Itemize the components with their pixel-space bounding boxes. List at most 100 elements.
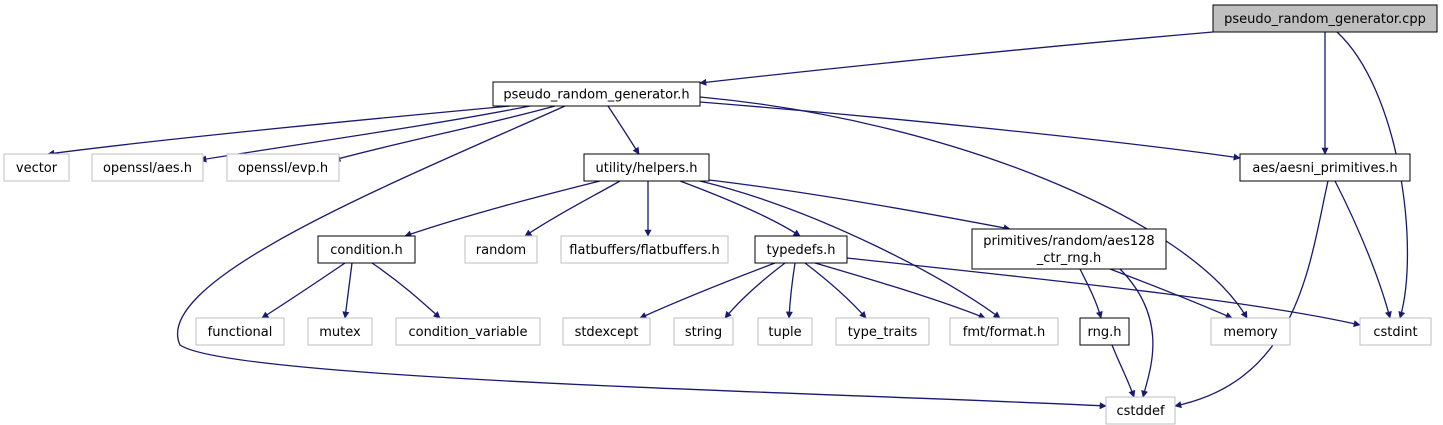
- node-box-cstdint: [1359, 317, 1432, 346]
- node-label-tuple: tuple: [768, 325, 801, 340]
- node-box-aesni: [1239, 153, 1411, 182]
- node-cstdint: cstdint: [1359, 317, 1432, 346]
- node-box-functional: [195, 317, 285, 346]
- node-label-aes_h: openssl/aes.h: [103, 161, 192, 176]
- edge-root-to-prg_h: [699, 31, 1214, 86]
- node-label-rng: rng.h: [1088, 325, 1122, 340]
- edge-ctr-to-rng: [1079, 268, 1103, 319]
- node-helpers[interactable]: utility/helpers.h: [583, 153, 710, 182]
- edge-helpers-to-ctr: [708, 179, 1011, 232]
- node-label-memory: memory: [1223, 325, 1278, 340]
- edge-typedefs-to-tuple: [785, 262, 796, 319]
- node-box-random: [464, 235, 538, 264]
- node-label-stdexcept: stdexcept: [575, 325, 639, 340]
- node-label-condition: condition.h: [330, 243, 402, 258]
- node-box-prg_h: [492, 81, 701, 107]
- node-rng[interactable]: rng.h: [1079, 317, 1130, 346]
- node-label-typetraits: type_traits: [848, 325, 918, 340]
- node-label-mutex: mutex: [319, 325, 361, 340]
- node-label-fmt: fmt/format.h: [963, 325, 1045, 340]
- edge-prg_h-to-cstddef: [176, 105, 1107, 410]
- node-box-memory: [1210, 317, 1291, 346]
- node-label-root: pseudo_random_generator.cpp: [1224, 12, 1426, 27]
- node-prg_h[interactable]: pseudo_random_generator.h: [492, 81, 701, 107]
- edge-prg_h-to-aes_h: [199, 105, 531, 163]
- node-vector: vector: [3, 153, 70, 182]
- node-string: string: [673, 317, 734, 346]
- node-label-flatbuf: flatbuffers/flatbuffers.h: [569, 243, 719, 258]
- node-typedefs[interactable]: typedefs.h: [754, 235, 848, 264]
- edge-aesni-to-cstdint: [1334, 180, 1392, 319]
- node-label-prg_h: pseudo_random_generator.h: [503, 88, 689, 103]
- node-label-string: string: [685, 325, 722, 340]
- node-tuple: tuple: [757, 317, 813, 346]
- node-box-rng: [1079, 317, 1130, 346]
- edge-helpers-to-random: [524, 180, 621, 237]
- node-box-evp_h: [226, 153, 340, 182]
- edge-condition-to-condvar: [371, 262, 441, 319]
- node-box-fmt: [949, 317, 1059, 346]
- edge-condition-to-functional: [261, 262, 346, 319]
- node-box-stdexcept: [562, 317, 651, 346]
- edge-aesni-to-cstddef: [1174, 180, 1329, 409]
- node-memory: memory: [1210, 317, 1291, 346]
- node-label-ctr-0: primitives/random/aes128: [983, 234, 1154, 249]
- node-aes_h: openssl/aes.h: [91, 153, 204, 182]
- node-random: random: [464, 235, 538, 264]
- edge-ctr-to-cstddef: [1119, 268, 1154, 398]
- edge-typedefs-to-stdexcept: [639, 262, 776, 319]
- nodes-layer: pseudo_random_generator.cpp pseudo_random…: [3, 4, 1438, 425]
- node-root[interactable]: pseudo_random_generator.cpp: [1212, 4, 1438, 33]
- edge-typedefs-to-string: [724, 262, 786, 319]
- node-box-mutex: [307, 317, 373, 346]
- node-label-vector: vector: [16, 161, 58, 176]
- edge-typedefs-to-cstdint: [846, 257, 1361, 328]
- edge-prg_h-to-evp_h: [333, 105, 556, 162]
- edge-typedefs-to-typetraits: [804, 262, 867, 319]
- node-functional: functional: [195, 317, 285, 346]
- node-box-helpers: [583, 153, 710, 182]
- node-box-flatbuf: [560, 235, 729, 264]
- node-stdexcept: stdexcept: [562, 317, 651, 346]
- node-label-evp_h: openssl/evp.h: [238, 161, 328, 176]
- node-typetraits: type_traits: [835, 317, 930, 346]
- node-box-condition: [317, 235, 416, 264]
- edge-ctr-to-memory: [1109, 268, 1233, 319]
- edge-rng-to-cstddef: [1111, 344, 1136, 398]
- node-box-aes_h: [91, 153, 204, 182]
- node-aesni[interactable]: aes/aesni_primitives.h: [1239, 153, 1411, 182]
- edge-prg_h-to-vector: [47, 105, 511, 157]
- node-evp_h: openssl/evp.h: [226, 153, 340, 182]
- node-label-condvar: condition_variable: [408, 325, 527, 340]
- edge-helpers-to-condition: [404, 180, 601, 238]
- edge-prg_h-to-helpers: [607, 105, 640, 155]
- node-box-vector: [3, 153, 70, 182]
- node-flatbuf: flatbuffers/flatbuffers.h: [560, 235, 729, 264]
- node-cstddef: cstddef: [1105, 396, 1176, 425]
- edge-prg_h-to-aesni: [699, 101, 1241, 161]
- node-label-aesni: aes/aesni_primitives.h: [1252, 161, 1397, 176]
- node-box-tuple: [757, 317, 813, 346]
- node-fmt: fmt/format.h: [949, 317, 1059, 346]
- edge-typedefs-to-fmt: [814, 262, 986, 319]
- node-label-helpers: utility/helpers.h: [596, 161, 698, 176]
- node-label-random: random: [476, 243, 526, 258]
- node-label-typedefs: typedefs.h: [766, 243, 835, 258]
- edge-helpers-to-typedefs: [679, 180, 801, 237]
- node-box-cstddef: [1105, 396, 1176, 425]
- node-box-typedefs: [754, 235, 848, 264]
- node-ctr[interactable]: primitives/random/aes128 _ctr_rng.h: [971, 228, 1167, 270]
- node-box-root: [1212, 4, 1438, 33]
- node-label-ctr-1: _ctr_rng.h: [1036, 251, 1102, 266]
- edges-layer: [47, 31, 1409, 410]
- node-condvar: condition_variable: [395, 317, 541, 346]
- node-box-ctr: [971, 228, 1167, 270]
- node-box-string: [673, 317, 734, 346]
- node-label-functional: functional: [208, 325, 273, 340]
- node-label-cstddef: cstddef: [1116, 404, 1165, 419]
- node-condition[interactable]: condition.h: [317, 235, 416, 264]
- edge-condition-to-mutex: [342, 262, 353, 319]
- edge-helpers-to-fmt: [699, 180, 1001, 319]
- node-label-cstdint: cstdint: [1373, 325, 1417, 340]
